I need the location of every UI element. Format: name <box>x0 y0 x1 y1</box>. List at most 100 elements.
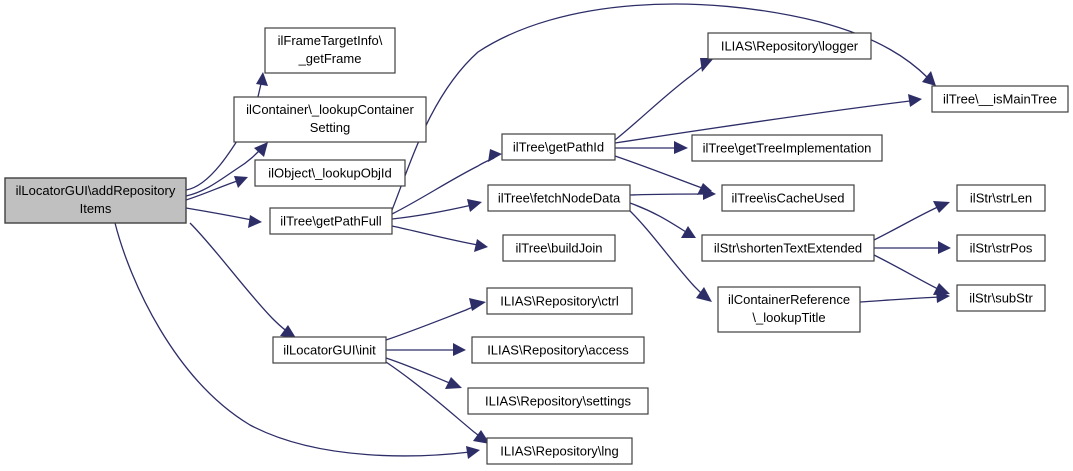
node-box[interactable] <box>233 96 427 143</box>
node-box[interactable] <box>487 184 631 212</box>
node-label: ILIAS\Repository\lng <box>500 443 619 458</box>
edge-locatorinit-to-access <box>386 343 466 356</box>
node-label: ilObject\_lookupObjId <box>268 165 392 180</box>
graph-node-settings[interactable]: ILIAS\Repository\settings <box>467 387 649 415</box>
graph-node-strlen[interactable]: ilStr\strLen <box>956 184 1046 212</box>
node-box[interactable] <box>269 207 393 235</box>
node-label-line1: ilFrameTargetInfo\ <box>278 33 383 48</box>
edge-line <box>185 207 253 221</box>
edge-arrowhead <box>254 142 268 157</box>
node-label-line2: _getFrame <box>298 51 362 66</box>
edge-root-to-locatorinit <box>189 222 296 338</box>
edge-arrowhead <box>466 446 480 459</box>
graph-node-logger[interactable]: ILIAS\Repository\logger <box>707 32 872 60</box>
edge-getpathfull-to-ismaintree <box>391 3 936 211</box>
node-label-line1: ilLocatorGUI\addRepository <box>16 183 176 198</box>
graph-node-iscacheused[interactable]: ilTree\isCacheUsed <box>721 184 855 212</box>
node-label-line1: ilContainer\_lookupContainer <box>246 102 414 117</box>
graph-node-containerref[interactable]: ilContainerReference \_lookupTitle <box>717 286 861 333</box>
node-box[interactable] <box>931 85 1069 113</box>
edge-arrowhead <box>467 199 482 212</box>
node-label: ILIAS\Repository\logger <box>721 38 859 53</box>
graph-node-substr[interactable]: ilStr\subStr <box>956 284 1046 312</box>
edge-line <box>391 3 929 211</box>
graph-node-ismaintree[interactable]: ilTree\__isMainTree <box>931 85 1069 113</box>
node-label: ilStr\strLen <box>970 190 1032 205</box>
node-box[interactable] <box>956 284 1046 312</box>
graph-node-getpathfull[interactable]: ilTree\getPathFull <box>269 207 393 235</box>
edge-line <box>185 147 263 197</box>
node-box[interactable] <box>501 133 616 161</box>
graph-node-frametargetinfo[interactable]: ilFrameTargetInfo\ _getFrame <box>264 27 396 74</box>
node-label: ilTree\getPathFull <box>280 213 382 228</box>
edge-arrowhead <box>681 226 696 238</box>
graph-node-lookupobjid[interactable]: ilObject\_lookupObjId <box>254 159 406 187</box>
node-box[interactable] <box>502 234 616 262</box>
graph-node-buildjoin[interactable]: ilTree\buildJoin <box>502 234 616 262</box>
graph-node-shortentext[interactable]: ilStr\shortenTextExtended <box>701 234 875 262</box>
node-box[interactable] <box>272 336 387 364</box>
edge-fetchnodedata-to-iscacheused <box>629 187 716 200</box>
edge-line <box>859 296 941 303</box>
node-label: ilTree\isCacheUsed <box>732 190 845 205</box>
edge-getpathfull-to-buildjoin <box>391 225 488 252</box>
node-box[interactable] <box>717 286 861 333</box>
node-box[interactable] <box>486 287 633 315</box>
node-label: ilStr\shortenTextExtended <box>714 240 862 255</box>
node-label: ilTree\getPathId <box>513 139 604 154</box>
node-box[interactable] <box>956 184 1046 212</box>
edge-locatorinit-to-ctrl <box>385 298 486 341</box>
edge-line <box>614 100 911 144</box>
node-box[interactable] <box>467 387 649 415</box>
node-box[interactable] <box>707 32 872 60</box>
edge-root-to-getpathfull <box>185 207 262 228</box>
graph-node-strpos[interactable]: ilStr\strPos <box>956 234 1046 262</box>
graph-node-ctrl[interactable]: ILIAS\Repository\ctrl <box>486 287 633 315</box>
edge-arrowhead <box>248 215 262 228</box>
edge-root-to-lng <box>114 222 480 459</box>
graph-node-gettreeimpl[interactable]: ilTree\getTreeImplementation <box>691 134 883 162</box>
graph-node-fetchnodedata[interactable]: ilTree\fetchNodeData <box>487 184 631 212</box>
node-label: ilStr\subStr <box>969 290 1033 305</box>
node-box[interactable] <box>264 27 396 74</box>
node-label-line2: \_lookupTitle <box>752 310 825 325</box>
node-box[interactable] <box>701 234 875 262</box>
graph-node-locatorinit[interactable]: ilLocatorGUI\init <box>272 336 387 364</box>
node-label: ILIAS\Repository\ctrl <box>500 293 619 308</box>
edge-arrowhead <box>908 94 922 107</box>
edge-getpathid-to-gettreeimpl <box>615 141 688 154</box>
edge-locatorinit-to-lng <box>385 361 490 444</box>
node-box[interactable] <box>691 134 883 162</box>
edge-line <box>627 208 704 296</box>
edge-line <box>189 222 289 333</box>
node-label-line1: ilContainerReference <box>728 292 850 307</box>
edge-line <box>873 254 941 291</box>
edge-arrowhead <box>473 430 490 444</box>
edge-line <box>391 225 479 246</box>
edge-arrowhead <box>933 201 950 213</box>
edge-getpathid-to-logger <box>614 58 714 141</box>
edge-arrowhead <box>488 149 502 162</box>
graph-node-getpathid[interactable]: ilTree\getPathId <box>501 133 616 161</box>
edge-line <box>873 205 941 241</box>
edge-arrowhead <box>938 241 951 254</box>
node-box[interactable] <box>956 234 1046 262</box>
edge-arrowhead <box>453 343 466 356</box>
edge-arrowhead <box>696 287 712 302</box>
edge-fetchnodedata-to-containerref <box>627 208 712 302</box>
node-label: ilTree\__isMainTree <box>943 91 1057 106</box>
edge-root-to-containerlookup <box>185 142 268 197</box>
node-box[interactable] <box>471 336 645 364</box>
node-box[interactable] <box>486 437 633 465</box>
graph-node-access[interactable]: ILIAS\Repository\access <box>471 336 645 364</box>
edge-containerref-to-substr <box>859 290 950 303</box>
node-box[interactable] <box>4 177 187 224</box>
graph-node-lng[interactable]: ILIAS\Repository\lng <box>486 437 633 465</box>
node-box[interactable] <box>721 184 855 212</box>
node-box[interactable] <box>254 159 406 187</box>
